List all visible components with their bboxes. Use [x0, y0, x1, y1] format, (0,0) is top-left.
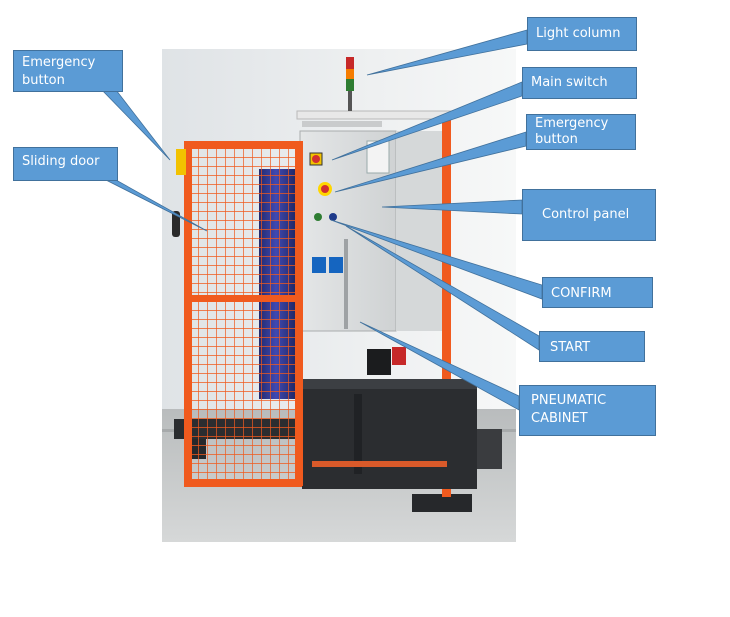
callout-pneumatic-line1: PNEUMATIC	[531, 393, 607, 408]
callout-light-column-text: Light column	[536, 26, 621, 41]
callout-sliding-door-text: Sliding door	[22, 154, 100, 169]
sliding-door-illustration	[172, 141, 303, 487]
callout-emergency-button-right: Emergency button	[526, 114, 636, 150]
callout-start-text: START	[550, 340, 591, 355]
callout-start: START	[539, 331, 645, 362]
callout-emergency-right-line2: button	[535, 132, 578, 147]
callout-emergency-right-line1: Emergency	[535, 116, 609, 131]
callout-confirm-text: CONFIRM	[551, 286, 612, 301]
callout-main-switch-text: Main switch	[531, 75, 608, 90]
callout-sliding-door: Sliding door	[13, 147, 118, 181]
callout-emergency-left-line1: Emergency	[22, 55, 96, 70]
machine-photo	[162, 49, 516, 542]
callout-main-switch: Main switch	[522, 67, 637, 99]
callout-control-panel: Control panel	[522, 189, 656, 241]
control-panel-illustration	[299, 130, 442, 332]
callout-emergency-left-line2: button	[22, 73, 65, 88]
callout-light-column: Light column	[527, 17, 637, 51]
callout-pneumatic-line2: CABINET	[531, 411, 588, 426]
callout-emergency-button-left: Emergency button	[13, 50, 123, 92]
callout-pneumatic-cabinet: PNEUMATIC CABINET	[519, 385, 656, 436]
callout-control-panel-text: Control panel	[542, 207, 630, 222]
callout-confirm: CONFIRM	[542, 277, 653, 308]
